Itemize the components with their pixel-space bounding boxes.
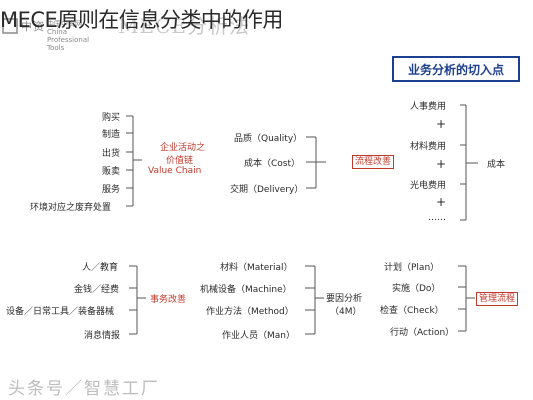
process-item: 交期（Delivery） [230, 185, 304, 195]
factor-item: 机械设备（Machine） [200, 285, 292, 295]
cost-plus: + [436, 157, 447, 171]
watermark: 头条号／智慧工厂 [8, 379, 160, 399]
business-item: 消息情报 [84, 331, 121, 341]
value-chain-item: 出货 [102, 149, 121, 159]
value-chain-root-line: Value Chain [148, 166, 202, 176]
cost-tree-root: 成本 [487, 160, 506, 170]
factor-tree-root-line: （4M） [330, 307, 362, 317]
pdca-item: 计划（Plan） [384, 263, 440, 273]
svg-text:中: 中 [21, 20, 32, 33]
factor-item: 作业方法（Method） [206, 307, 294, 317]
ghost-title: MECE分析法 [118, 14, 250, 38]
value-chain-root-line: 企业活动之 [160, 143, 206, 153]
value-chain-item: 购买 [102, 113, 121, 123]
cost-item: …… [428, 213, 446, 223]
pdca-item: 行动（Action） [390, 328, 455, 338]
value-chain-root-line: 价值链 [166, 156, 194, 166]
value-chain-item: 制造 [102, 130, 121, 140]
business-tree-root: 事务改善 [150, 295, 187, 305]
factor-item: 作业人员（Man） [222, 331, 295, 341]
page-title: MECE原则在信息分类中的作用 [0, 8, 283, 32]
factor-tree-root-line: 要因分析 [326, 294, 363, 304]
process-tree-root: 流程改善 [352, 155, 395, 169]
business-item: 设备／日常工具／装备器械 [6, 307, 115, 317]
value-chain-item: 服务 [102, 185, 121, 195]
pdca-item: 实施（Do） [392, 284, 441, 294]
cost-item: 材料费用 [410, 142, 447, 152]
cost-item: 光电费用 [410, 181, 447, 191]
process-item: 成本（Cost） [244, 159, 301, 169]
svg-text:资: 资 [33, 20, 44, 33]
factor-item: 材料（Material） [220, 263, 293, 273]
cost-item: 人事费用 [410, 102, 447, 112]
logo-icon: 中 资 [2, 18, 44, 34]
business-item: 金钱／经费 [74, 285, 120, 295]
process-item: 品质（Quality） [234, 134, 303, 144]
logo-text: 中国中资网 China Professional Tools [47, 20, 90, 52]
cost-plus: + [436, 117, 447, 131]
header-box: 业务分析的切入点 [392, 56, 520, 82]
business-item: 人／教育 [82, 263, 119, 273]
pdca-item: 检查（Check） [380, 306, 444, 316]
value-chain-item: 环境对应之废弃处置 [30, 203, 112, 213]
value-chain-item: 贩卖 [102, 167, 121, 177]
cost-plus: + [436, 195, 447, 209]
pdca-tree-root: 管理流程 [476, 292, 519, 306]
